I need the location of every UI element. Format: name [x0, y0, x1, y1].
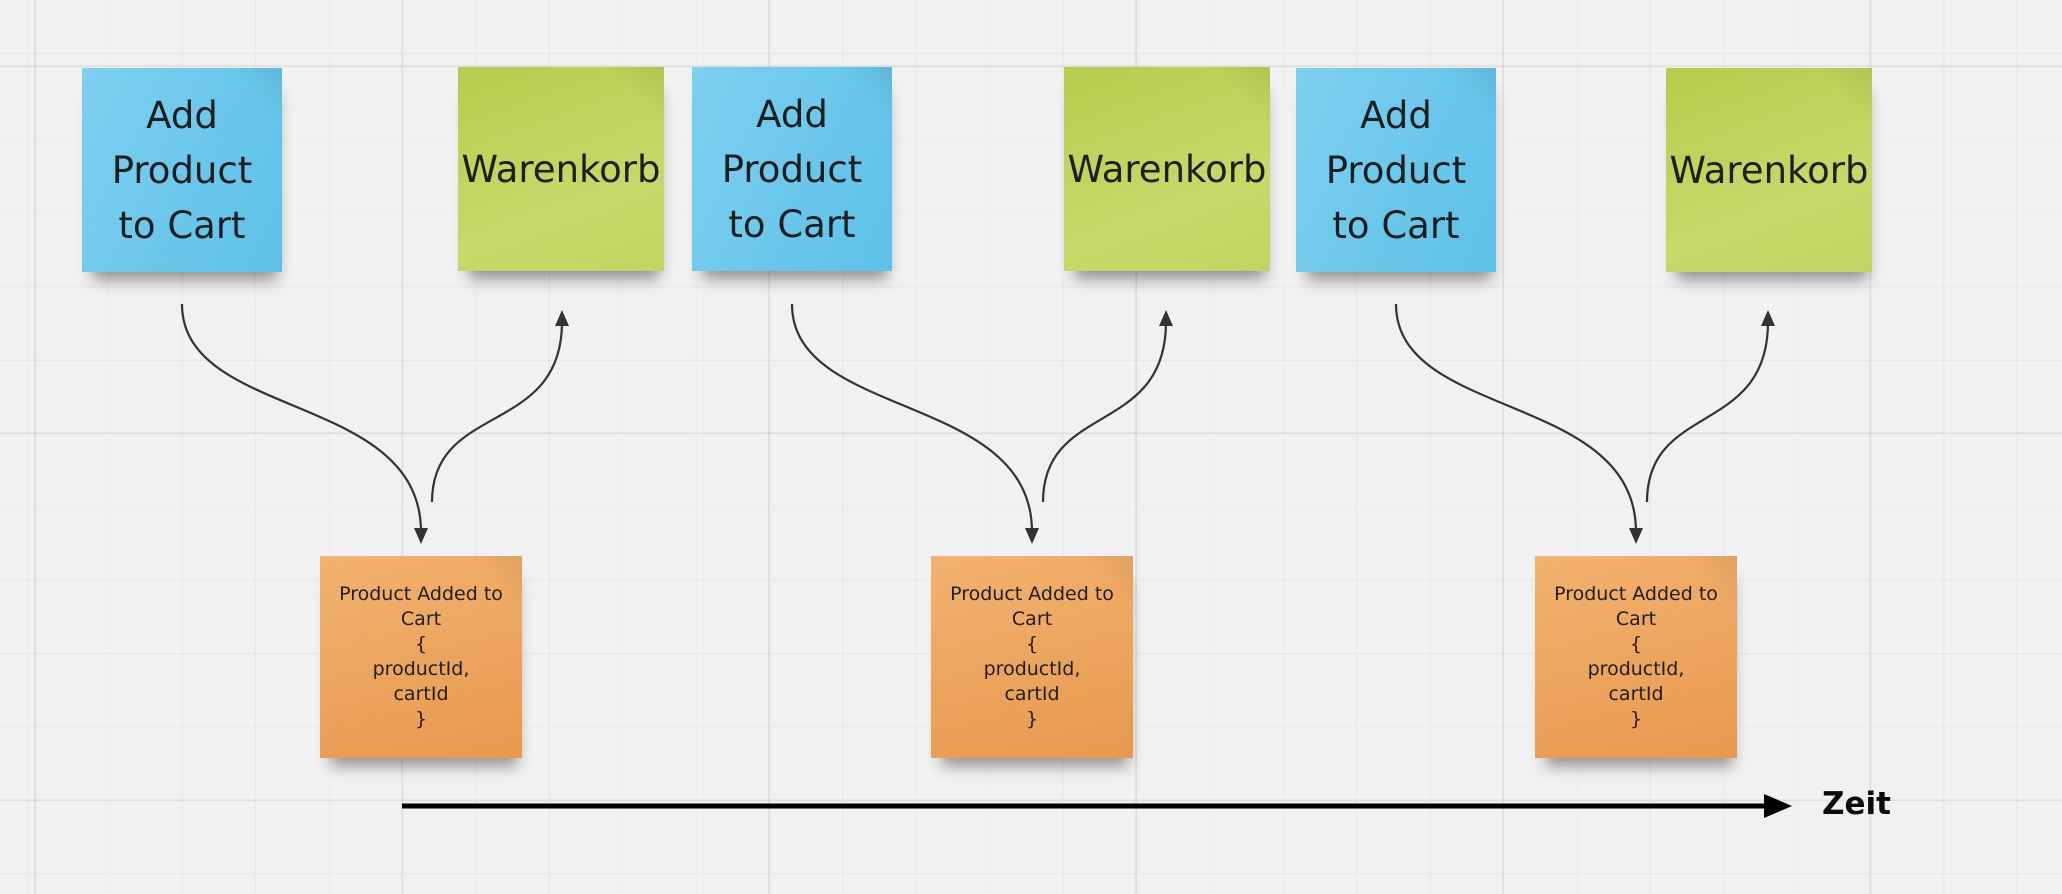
sticky-note-text: Product Added to Cart { productId, cartI… — [950, 583, 1114, 730]
sticky-note-add-product-2[interactable]: Add Product to Cart — [692, 67, 892, 271]
sticky-note-text: Warenkorb — [1669, 148, 1869, 192]
arrow-add-product-3-to-event-3[interactable] — [1394, 303, 1643, 544]
sticky-note-text: Warenkorb — [461, 147, 661, 191]
sticky-note-text: Product Added to Cart { productId, cartI… — [1554, 583, 1718, 730]
sticky-note-warenkorb-1[interactable]: Warenkorb — [458, 67, 664, 271]
arrow-event-2-to-warenkorb-2[interactable] — [1041, 310, 1173, 503]
sticky-note-product-added-1[interactable]: Product Added to Cart { productId, cartI… — [320, 556, 522, 758]
sticky-note-text: Add Product to Cart — [721, 92, 863, 246]
arrow-event-1-to-warenkorb-1[interactable] — [430, 310, 569, 503]
arrow-add-product-1-to-event-1[interactable] — [180, 303, 428, 544]
sticky-note-text: Warenkorb — [1067, 147, 1267, 191]
sticky-note-warenkorb-3[interactable]: Warenkorb — [1666, 68, 1872, 272]
sticky-note-add-product-3[interactable]: Add Product to Cart — [1296, 68, 1496, 272]
sticky-note-text: Add Product to Cart — [111, 93, 253, 247]
arrow-add-product-2-to-event-2[interactable] — [790, 303, 1039, 544]
sticky-note-product-added-2[interactable]: Product Added to Cart { productId, cartI… — [931, 556, 1133, 758]
sticky-note-text: Product Added to Cart { productId, cartI… — [339, 583, 503, 730]
sticky-note-warenkorb-2[interactable]: Warenkorb — [1064, 67, 1270, 271]
arrow-event-3-to-warenkorb-3[interactable] — [1645, 310, 1775, 503]
sticky-note-product-added-3[interactable]: Product Added to Cart { productId, cartI… — [1535, 556, 1737, 758]
timeline-label: Zeit — [1822, 786, 1891, 822]
sticky-note-add-product-1[interactable]: Add Product to Cart — [82, 68, 282, 272]
sticky-note-text: Add Product to Cart — [1325, 93, 1467, 247]
